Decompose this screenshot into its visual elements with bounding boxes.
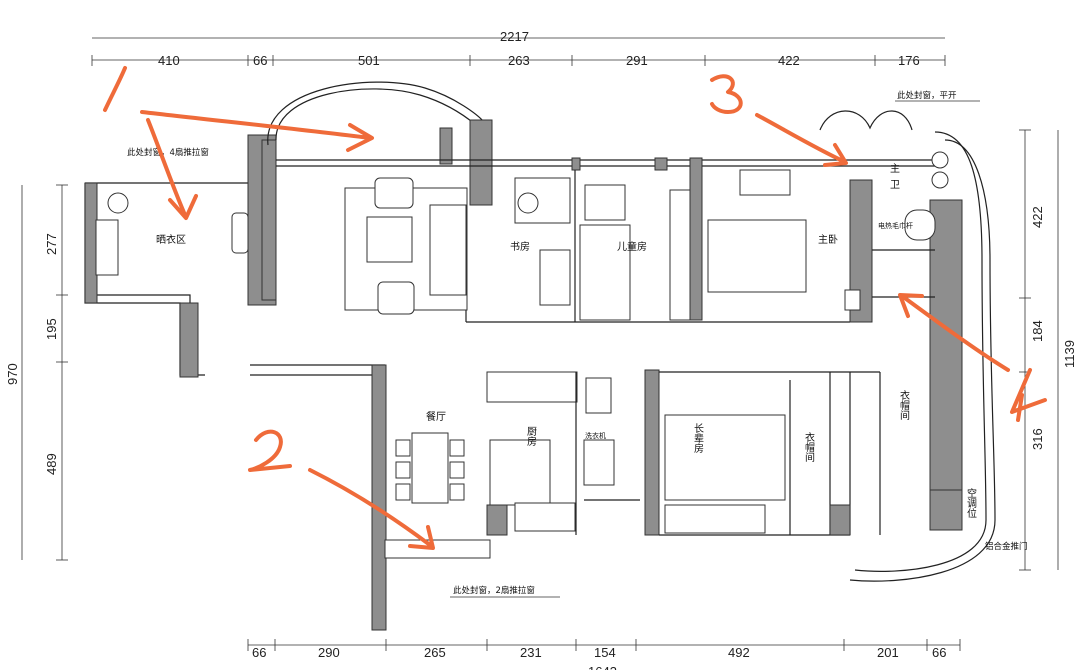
dim-top-7: 176 xyxy=(898,53,920,68)
dim-left-1: 277 xyxy=(44,233,59,255)
dim-top-6: 422 xyxy=(778,53,800,68)
sofa xyxy=(429,204,467,296)
dim-right-2: 184 xyxy=(1030,320,1045,342)
dim-top-5: 291 xyxy=(626,53,648,68)
dim-left-3: 489 xyxy=(44,453,59,475)
arrow-3 xyxy=(755,113,848,167)
dining-table xyxy=(411,432,449,504)
room-master-bath-label-1: 主 xyxy=(890,163,900,175)
room-kids-label: 儿童房 xyxy=(617,240,647,253)
room-master-label: 主卧 xyxy=(818,233,838,246)
room-study-label: 书房 xyxy=(510,240,530,253)
note-window-bottom: 此处封窗，2扇推拉窗 xyxy=(453,585,535,596)
drying-cabinet xyxy=(231,212,249,254)
room-kitchen-label: 厨房 xyxy=(525,426,537,447)
left-dimensions: 970 277 195 489 xyxy=(5,184,68,561)
note-window-right: 此处封窗，平开 xyxy=(897,90,957,101)
room-master-bath-label-2: 卫 xyxy=(890,180,900,191)
dim-bottom-3: 265 xyxy=(424,645,446,660)
dim-bottom-8: 66 xyxy=(932,645,946,660)
arrow-2 xyxy=(308,468,435,550)
dim-bottom-5: 154 xyxy=(594,645,616,660)
room-dining-label: 餐厅 xyxy=(426,410,446,423)
dim-right-3: 316 xyxy=(1030,428,1045,450)
dim-left-total: 970 xyxy=(5,363,20,385)
dim-right-total: 1139 xyxy=(1062,340,1077,368)
arrow-1b xyxy=(146,118,198,220)
dim-bottom-2: 290 xyxy=(318,645,340,660)
annotation-4-glyph xyxy=(1010,368,1047,422)
room-closet-left-label: 衣帽间 xyxy=(803,431,815,463)
arrow-4 xyxy=(898,293,1010,372)
note-heater: 电热毛巾杆 xyxy=(878,221,913,230)
top-dimensions: 2217 410 66 501 263 291 422 176 xyxy=(91,29,946,68)
dim-bottom-4: 231 xyxy=(520,645,542,660)
armchair-bottom xyxy=(377,281,415,315)
note-washer: 洗衣机 xyxy=(585,431,606,440)
master-bed xyxy=(707,219,807,293)
dim-top-3: 501 xyxy=(358,53,380,68)
right-dimensions: 422 184 316 1139 xyxy=(1019,129,1077,571)
notes: 此处封窗，4扇推拉窗 此处封窗，平开 此处封窗，2扇推拉窗 铝合金推门 洗衣机 … xyxy=(127,90,1028,598)
dim-bottom-total: 1643 xyxy=(588,664,617,670)
note-window-left: 此处封窗，4扇推拉窗 xyxy=(127,147,209,158)
room-closet-right-label: 衣帽间 xyxy=(898,389,910,421)
annotation-3-glyph xyxy=(710,74,743,114)
annotation-1-stroke xyxy=(103,66,127,112)
armchair-top xyxy=(374,177,414,209)
dim-bottom-1: 66 xyxy=(252,645,266,660)
room-elder-label: 长辈房 xyxy=(692,423,704,454)
annotation-markers xyxy=(103,66,1047,550)
bottom-dimensions: 66 290 265 231 154 492 201 66 1643 xyxy=(247,639,961,670)
coffee-table xyxy=(366,216,413,263)
dim-top-total: 2217 xyxy=(500,29,529,44)
dim-bottom-7: 201 xyxy=(877,645,899,660)
room-ac-label: 空调位 xyxy=(965,487,977,518)
kids-bed xyxy=(579,224,631,321)
arrow-1a xyxy=(140,110,374,152)
dim-bottom-6: 492 xyxy=(728,645,750,660)
dim-top-2: 66 xyxy=(253,53,267,68)
furniture xyxy=(95,151,949,559)
dim-right-1: 422 xyxy=(1030,206,1045,228)
walls xyxy=(84,81,996,631)
room-labels: 晒衣区 书房 儿童房 主卧 主 卫 餐厅 厨房 长辈房 衣帽间 衣帽间 空调位 xyxy=(156,163,977,518)
dim-left-2: 195 xyxy=(44,318,59,340)
note-alu-door: 铝合金推门 xyxy=(985,541,1028,552)
annotation-2-glyph xyxy=(248,429,292,472)
room-drying-label: 晒衣区 xyxy=(156,233,186,246)
dim-top-4: 263 xyxy=(508,53,530,68)
dim-top-1: 410 xyxy=(158,53,180,68)
